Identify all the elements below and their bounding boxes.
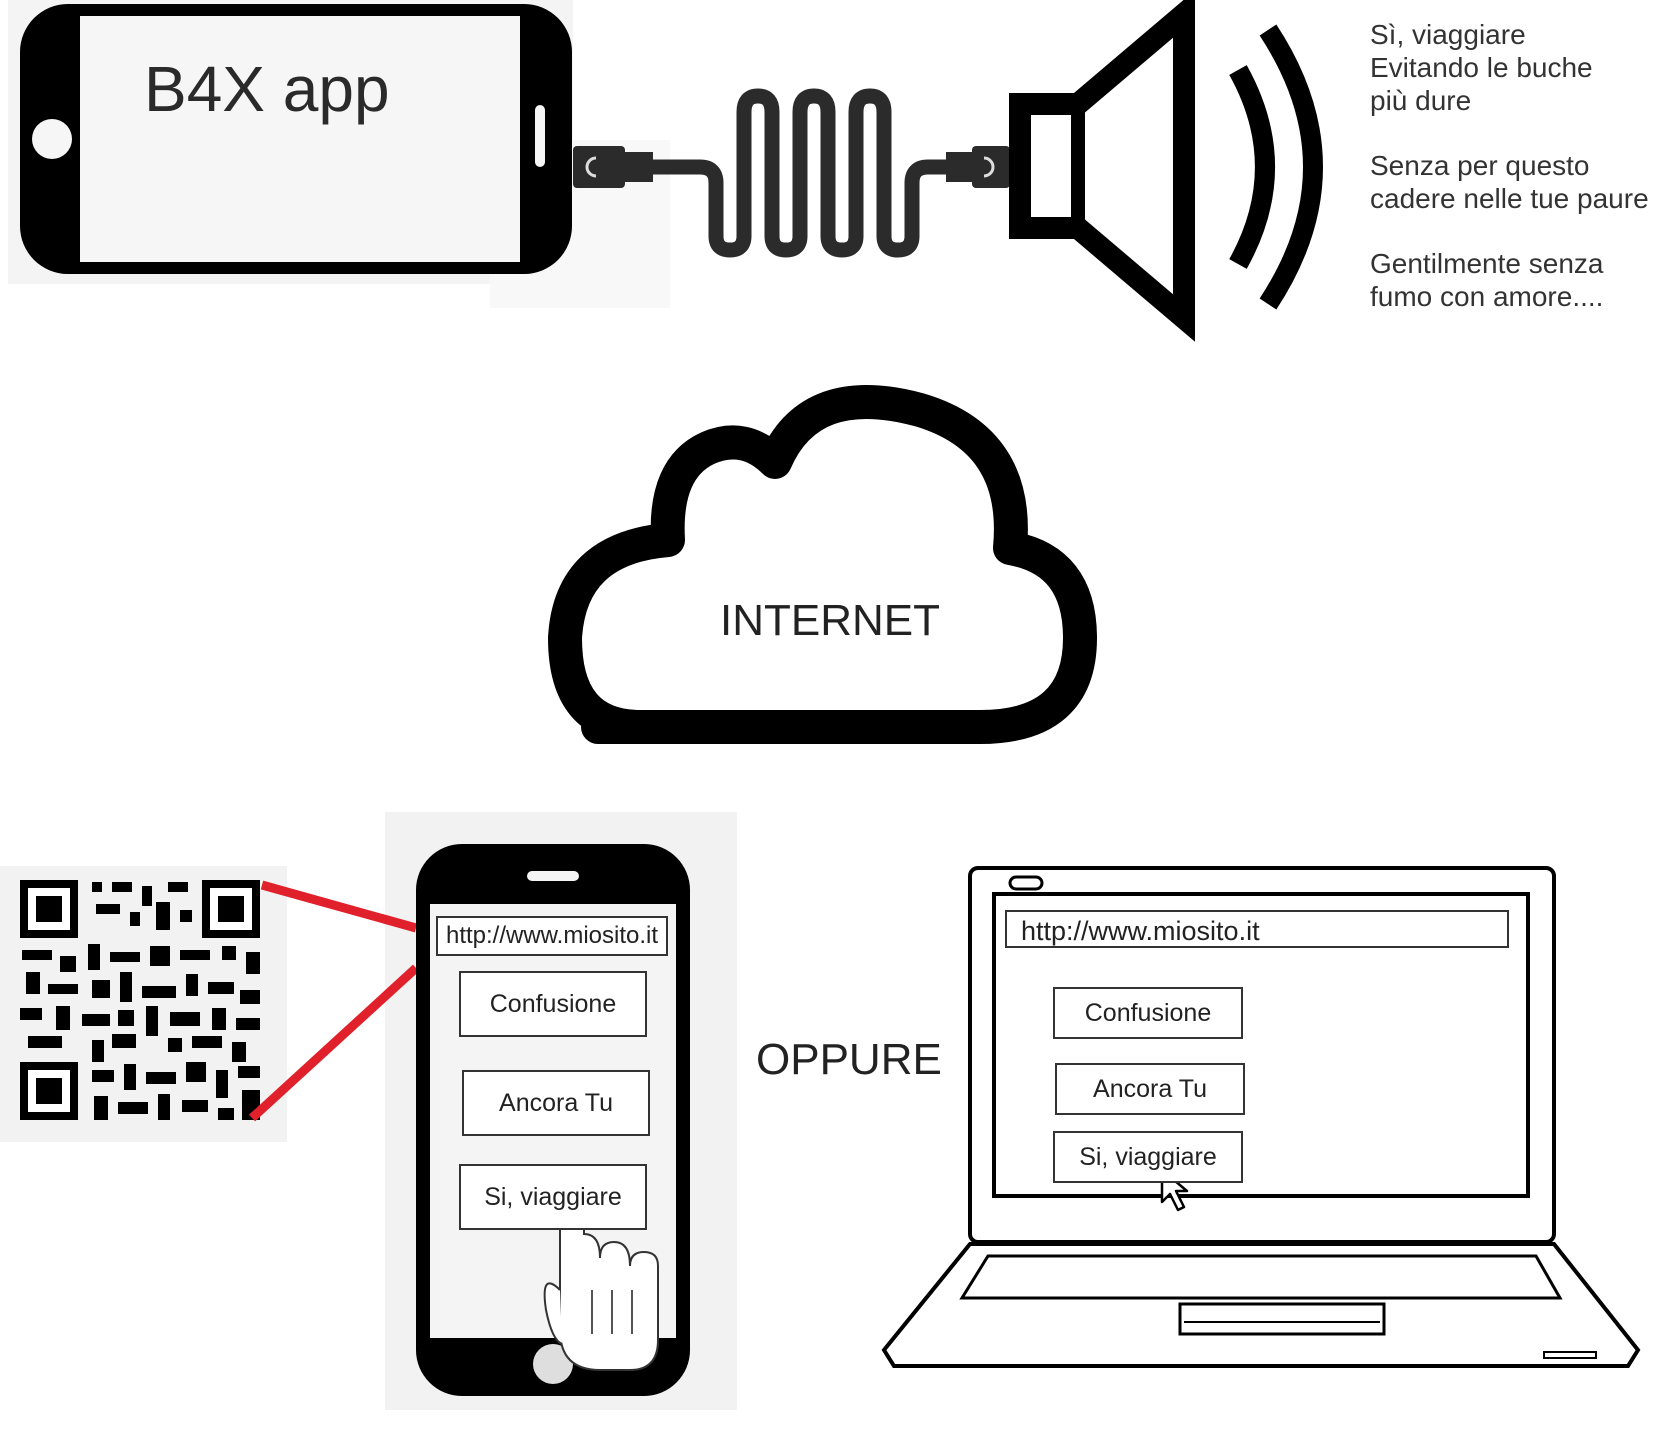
laptop-si-viaggiare-button[interactable]: Si, viaggiare xyxy=(1053,1131,1243,1183)
lyrics-stanza: Sì, viaggiare Evitando le buche più dure xyxy=(1370,18,1660,117)
usb-cable-icon xyxy=(573,88,1010,258)
laptop-ancora-tu-button[interactable]: Ancora Tu xyxy=(1055,1063,1245,1115)
laptop-confusione-button[interactable]: Confusione xyxy=(1053,987,1243,1039)
cloud-label: INTERNET xyxy=(720,596,940,645)
lyrics-line: cadere nelle tue paure xyxy=(1370,183,1649,214)
mobile-url-bar[interactable]: http://www.miosito.it xyxy=(436,916,668,956)
hand-pointer-icon xyxy=(543,1198,659,1371)
lyrics-stanza: Gentilmente senza fumo con amore.... xyxy=(1370,247,1660,313)
laptop-url-bar[interactable]: http://www.miosito.it xyxy=(1005,910,1509,948)
phone-app-label: B4X app xyxy=(144,53,390,125)
phone-icon xyxy=(20,4,572,274)
lyrics-text: Sì, viaggiare Evitando le buche più dure… xyxy=(1370,18,1660,345)
mobile-confusione-button[interactable]: Confusione xyxy=(459,971,647,1037)
lyrics-line: Senza per questo xyxy=(1370,150,1590,181)
qr-code-icon xyxy=(20,880,260,1120)
mobile-si-viaggiare-button[interactable]: Si, viaggiare xyxy=(459,1164,647,1230)
speaker-icon xyxy=(1009,0,1323,342)
lyrics-stanza: Senza per questo cadere nelle tue paure xyxy=(1370,149,1660,215)
lyrics-line: fumo con amore.... xyxy=(1370,281,1604,312)
lyrics-line: Sì, viaggiare xyxy=(1370,19,1526,50)
cloud-icon xyxy=(548,385,1097,744)
lyrics-line: più dure xyxy=(1370,85,1472,116)
lyrics-line: Evitando le buche xyxy=(1370,52,1593,83)
oppure-label: OPPURE xyxy=(756,1035,942,1084)
mobile-ancora-tu-button[interactable]: Ancora Tu xyxy=(462,1070,650,1136)
lyrics-line: Gentilmente senza xyxy=(1370,248,1604,279)
